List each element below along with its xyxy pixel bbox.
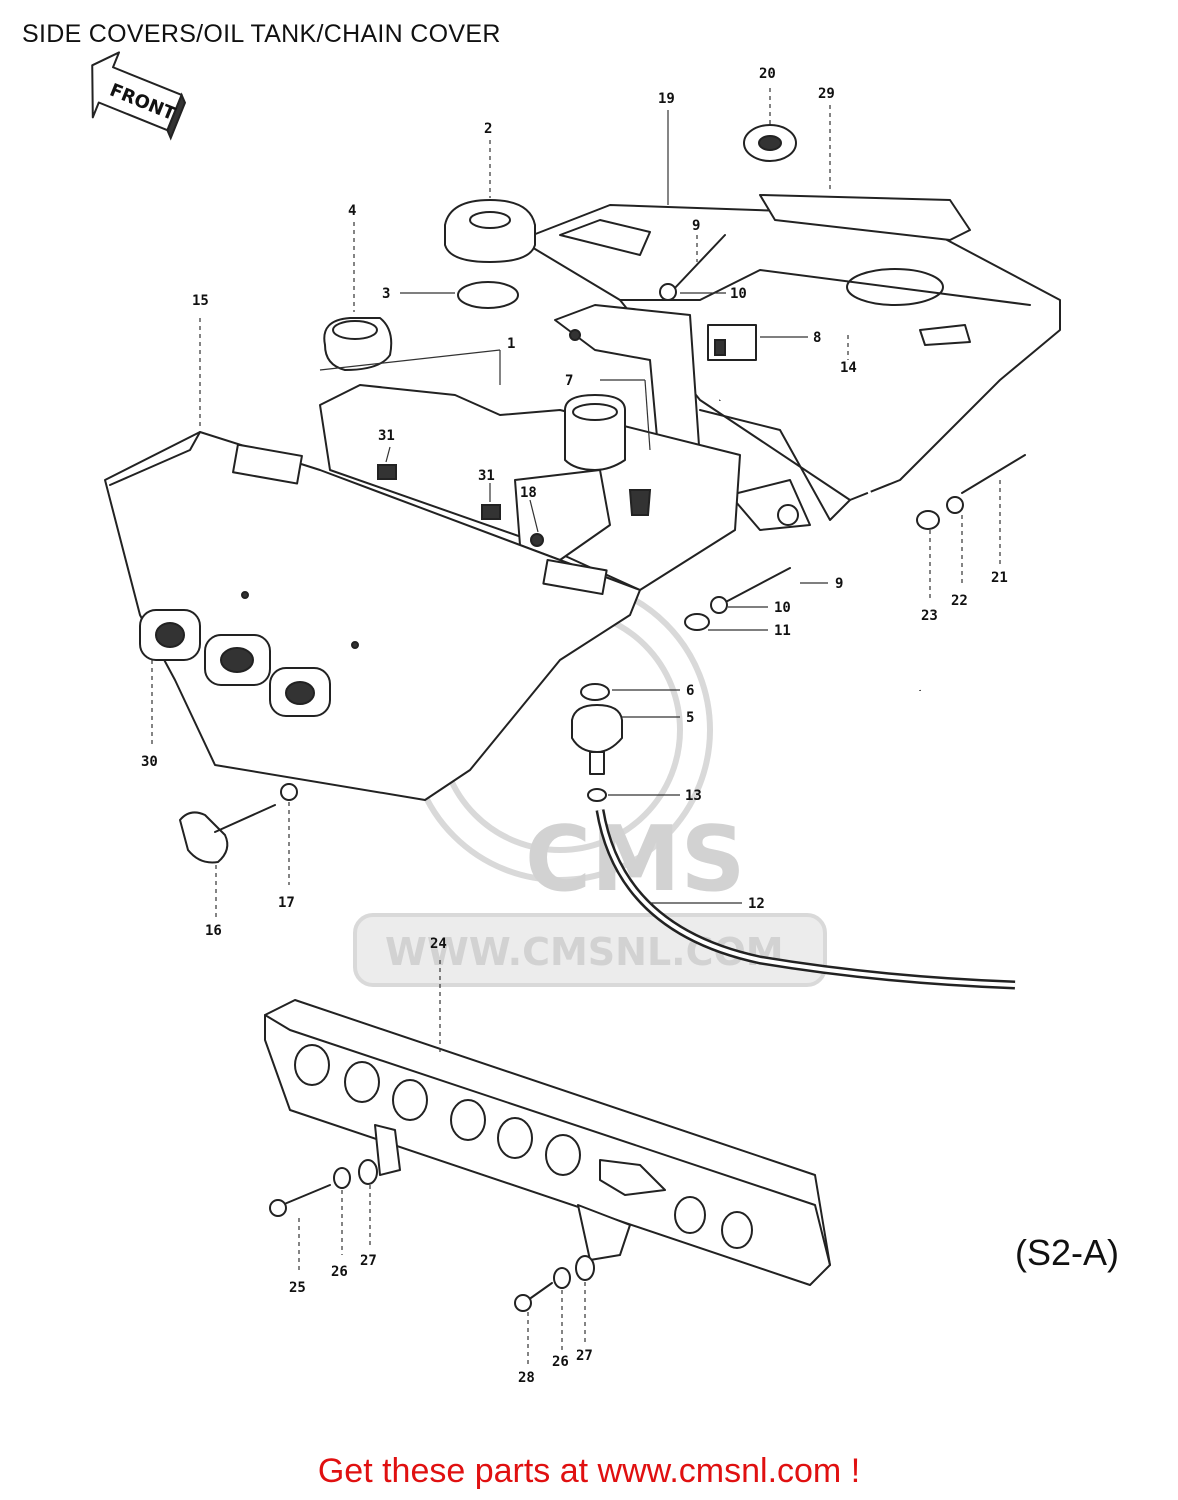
leader-lines bbox=[151, 88, 1001, 1365]
callout-11: 11 bbox=[774, 623, 791, 639]
callout-26-left: 26 bbox=[331, 1264, 348, 1280]
chain-cover bbox=[264, 999, 831, 1286]
callout-25: 25 bbox=[289, 1280, 306, 1296]
callout-9-upper: 9 bbox=[692, 218, 700, 234]
callout-30: 30 bbox=[141, 754, 158, 770]
callout-10-lower: 10 bbox=[774, 600, 791, 616]
callout-8: 8 bbox=[813, 330, 821, 346]
callout-9-lower: 9 bbox=[835, 576, 843, 592]
callout-17: 17 bbox=[278, 895, 295, 911]
chain-cover-vent-holes bbox=[294, 1044, 753, 1249]
callout-23: 23 bbox=[921, 608, 938, 624]
callout-6: 6 bbox=[686, 683, 694, 699]
page-title: SIDE COVERS/OIL TANK/CHAIN COVER bbox=[22, 20, 501, 48]
callout-31-left: 31 bbox=[378, 428, 395, 444]
oil-tank-cap bbox=[444, 199, 536, 263]
callout-22: 22 bbox=[951, 593, 968, 609]
filler-neck bbox=[323, 317, 393, 371]
callout-26-right: 26 bbox=[552, 1354, 569, 1370]
callout-28: 28 bbox=[518, 1370, 535, 1386]
callout-14: 14 bbox=[840, 360, 857, 376]
callout-21: 21 bbox=[991, 570, 1008, 586]
hose-clip bbox=[707, 324, 757, 361]
callout-31-right: 31 bbox=[478, 468, 495, 484]
rear-plate bbox=[759, 194, 971, 241]
callout-4: 4 bbox=[348, 203, 356, 219]
grommet bbox=[743, 124, 797, 162]
callout-3: 3 bbox=[382, 286, 390, 302]
callout-29: 29 bbox=[818, 86, 835, 102]
vent-hose-inner bbox=[718, 366, 922, 691]
callout-19: 19 bbox=[658, 91, 675, 107]
callout-2: 2 bbox=[484, 121, 492, 137]
front-arrow-icon: FRONT bbox=[91, 51, 187, 141]
callout-16: 16 bbox=[205, 923, 222, 939]
callout-7: 7 bbox=[565, 373, 573, 389]
mounting-hardware bbox=[659, 234, 1026, 631]
drain-assembly bbox=[571, 683, 1016, 990]
callout-20: 20 bbox=[759, 66, 776, 82]
chain-cover-bolts bbox=[269, 1159, 595, 1312]
callout-24: 24 bbox=[430, 936, 447, 952]
callout-12: 12 bbox=[748, 896, 765, 912]
footer-link[interactable]: Get these parts at www.cmsnl.com ! bbox=[317, 1452, 861, 1490]
callout-27-left: 27 bbox=[360, 1253, 377, 1269]
callout-27-right: 27 bbox=[576, 1348, 593, 1364]
callout-13: 13 bbox=[685, 788, 702, 804]
callout-numbers: 1 2 3 4 5 6 7 8 9 9 10 10 11 12 13 14 15… bbox=[141, 66, 1008, 1386]
cover-knob bbox=[179, 783, 298, 864]
cap-gasket bbox=[457, 281, 519, 309]
diagram-code: (S2-A) bbox=[1015, 1232, 1120, 1273]
callout-5: 5 bbox=[686, 710, 694, 726]
callout-10-upper: 10 bbox=[730, 286, 747, 302]
callout-1: 1 bbox=[507, 336, 515, 352]
side-cover bbox=[104, 431, 641, 801]
oil-tank bbox=[319, 384, 741, 591]
callout-15: 15 bbox=[192, 293, 209, 309]
callout-18: 18 bbox=[520, 485, 537, 501]
emblem-badge bbox=[139, 609, 331, 717]
